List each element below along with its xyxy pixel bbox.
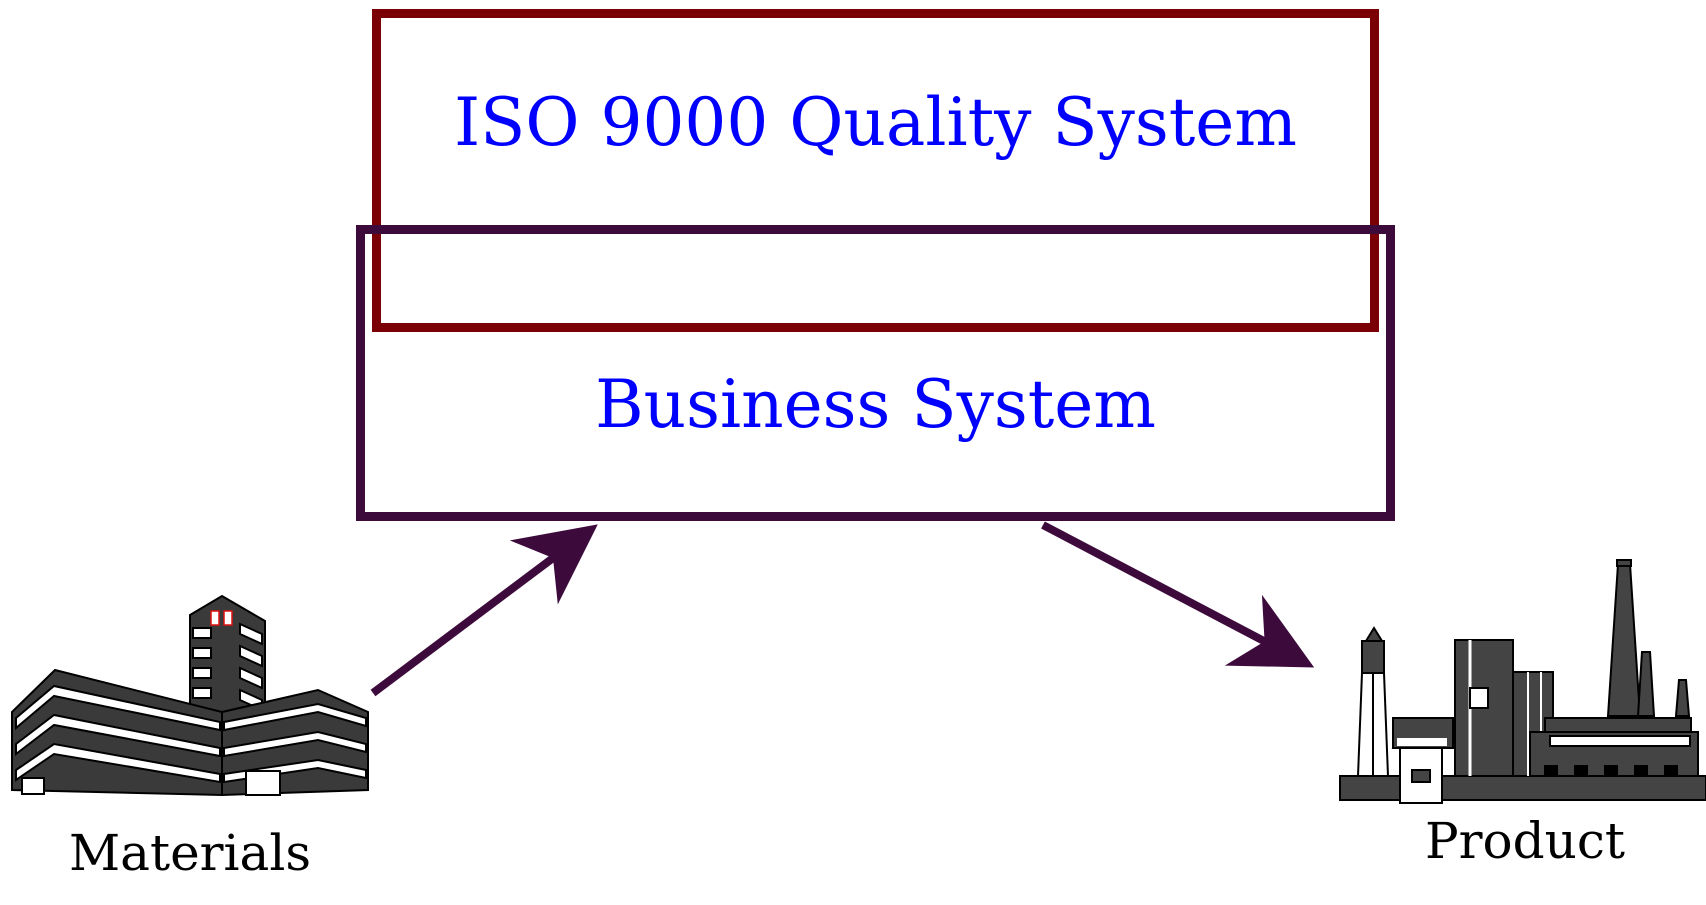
factory-icon (1339, 559, 1706, 804)
iso-quality-system-box (372, 9, 1379, 332)
iso-quality-system-label: ISO 9000 Quality System (454, 84, 1297, 161)
product-label: Product (1425, 812, 1625, 870)
materials-label: Materials (68, 824, 312, 882)
business-system-box (356, 225, 1395, 521)
input-arrow (370, 524, 598, 697)
office-building-icon (11, 594, 369, 797)
business-system-label: Business System (595, 366, 1156, 443)
output-arrow (1041, 521, 1315, 668)
